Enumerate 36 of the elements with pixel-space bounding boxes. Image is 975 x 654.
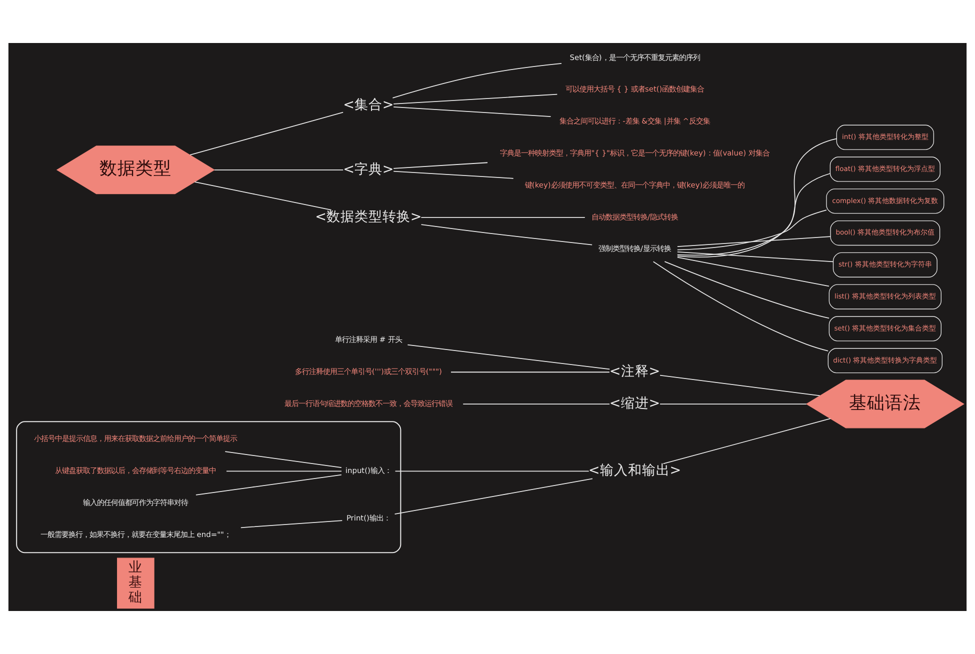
node-box: 业基础 (117, 558, 154, 609)
connector (420, 216, 586, 218)
connector (676, 173, 831, 256)
connector (226, 470, 342, 472)
connector (214, 169, 344, 170)
connector (190, 112, 344, 156)
connector (652, 261, 829, 352)
node-text: <集合> (343, 96, 394, 113)
connector (450, 372, 610, 373)
node-text: <字典> (343, 161, 394, 178)
connector (224, 451, 342, 468)
connector (677, 256, 830, 287)
connector (676, 210, 827, 250)
node-text: <注释> (609, 364, 660, 380)
connector (677, 236, 831, 247)
connector (394, 478, 593, 515)
connector (664, 261, 830, 319)
connector (196, 474, 342, 496)
connector (662, 418, 831, 464)
connector (393, 106, 552, 118)
node-text: <输入和输出> (588, 462, 682, 479)
connector (394, 470, 590, 472)
node-text: <数据类型转换> (315, 208, 422, 225)
connector (660, 374, 820, 396)
cluster (16, 421, 402, 554)
node-text: <缩进> (609, 395, 660, 412)
connector (194, 181, 332, 210)
connector (393, 170, 514, 179)
connector (240, 520, 343, 528)
connector (407, 344, 610, 370)
connector (420, 224, 593, 246)
connector (393, 162, 488, 169)
connector (392, 62, 562, 98)
connector (677, 138, 838, 258)
connector (393, 94, 558, 104)
connector (677, 252, 834, 262)
